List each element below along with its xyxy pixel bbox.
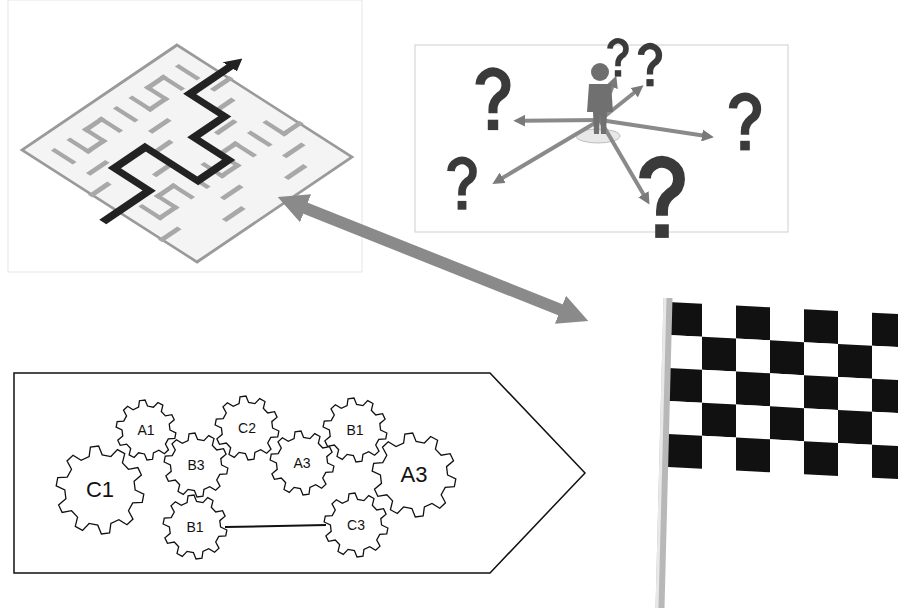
- gear-label: C3: [347, 518, 365, 532]
- gear-node: C3: [324, 493, 388, 557]
- gear-node: B1: [163, 495, 227, 559]
- gear-node: A1: [116, 400, 176, 460]
- gear-node: A3: [270, 431, 334, 495]
- gear-label: A1: [137, 423, 154, 437]
- double-arrow: [300, 206, 566, 312]
- gear-label: B1: [346, 423, 363, 437]
- gear-node: A3: [372, 433, 456, 517]
- maze-picture: [7, 0, 364, 273]
- process-arrow: [14, 373, 585, 573]
- gear-label: B1: [186, 520, 203, 534]
- gear-label: A3: [401, 464, 428, 486]
- gear-label: B3: [187, 458, 204, 472]
- gear-node: B3: [164, 433, 228, 497]
- checkered-flag: [612, 292, 898, 608]
- gear-node: C1: [56, 446, 144, 534]
- gear-label: C1: [86, 479, 114, 501]
- connector-line: [225, 525, 326, 527]
- gear-label: A3: [293, 456, 310, 470]
- questions-picture: [415, 41, 788, 238]
- gear-label: C2: [238, 421, 256, 435]
